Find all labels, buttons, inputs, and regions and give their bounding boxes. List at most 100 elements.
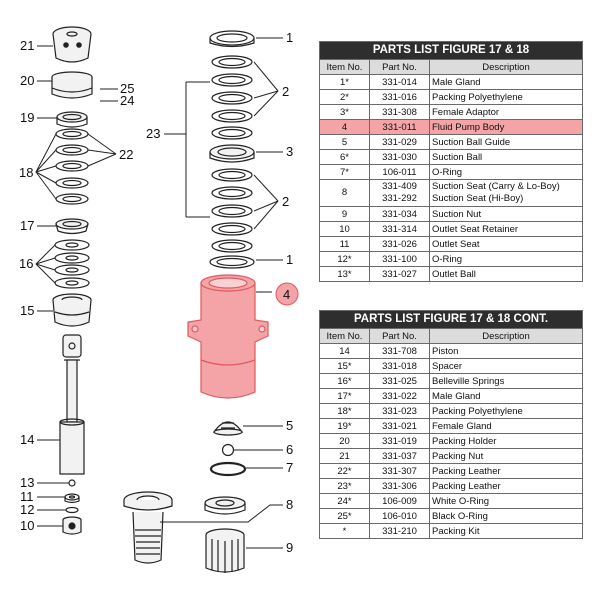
item-no: 11 xyxy=(319,236,370,252)
part-no: 331-026 xyxy=(369,236,430,252)
suction-seat-cap[interactable] xyxy=(204,496,246,515)
callout-13: 13 xyxy=(20,475,34,490)
callout-1-bottom: 1 xyxy=(286,252,293,267)
callout-12: 12 xyxy=(20,502,34,517)
part-no: 331-034 xyxy=(369,206,430,222)
item-no: 1* xyxy=(319,74,370,90)
callout-8: 8 xyxy=(286,497,293,512)
item-no: 21 xyxy=(319,448,370,464)
description: Packing Holder xyxy=(429,433,583,449)
item-no: 4 xyxy=(319,119,370,135)
part-no: 331-308 xyxy=(369,104,430,120)
packing-polyethylene-stack[interactable] xyxy=(55,128,89,205)
part-no: 331-023 xyxy=(369,403,430,419)
callout-14: 14 xyxy=(20,432,34,447)
item-no: 10 xyxy=(319,221,370,237)
part-no: 331-021 xyxy=(369,418,430,434)
description: Packing Nut xyxy=(429,448,583,464)
part-no: 331-014 xyxy=(369,74,430,90)
description: Fluid Pump Body xyxy=(429,119,583,135)
piston[interactable] xyxy=(59,334,85,475)
suction-ball-guide[interactable] xyxy=(212,421,244,436)
part-no: 331-025 xyxy=(369,373,430,389)
belleville-springs[interactable] xyxy=(54,239,90,289)
description: Outlet Seat Retainer xyxy=(429,221,583,237)
callout-16: 16 xyxy=(19,256,33,271)
callout-23: 23 xyxy=(146,126,160,141)
fluid-pump-body[interactable] xyxy=(187,274,269,399)
male-gland-top[interactable] xyxy=(209,30,255,48)
callout-20: 20 xyxy=(20,73,34,88)
item-no: 23* xyxy=(319,478,370,494)
outlet-seat-retainer[interactable] xyxy=(62,516,82,535)
parts-list-table-1: PARTS LIST FIGURE 17 & 18 Item No. Part … xyxy=(319,41,583,282)
male-gland[interactable] xyxy=(55,218,89,235)
female-adaptor[interactable] xyxy=(209,144,255,163)
suction-seat[interactable] xyxy=(123,491,173,564)
description: Outlet Ball xyxy=(429,266,583,282)
item-no: 12* xyxy=(319,251,370,267)
part-no: 106-010 xyxy=(369,508,430,524)
part-no: 331-100 xyxy=(369,251,430,267)
packing-nut[interactable] xyxy=(52,26,92,63)
o-ring-7[interactable] xyxy=(209,461,247,477)
item-no: 24* xyxy=(319,493,370,509)
item-no: 2* xyxy=(319,89,370,105)
outlet-seat[interactable] xyxy=(64,493,80,504)
suction-nut[interactable] xyxy=(205,528,245,573)
description: Belleville Springs xyxy=(429,373,583,389)
callout-2-upper: 2 xyxy=(282,84,289,99)
item-no: 15* xyxy=(319,358,370,374)
item-no: 22* xyxy=(319,463,370,479)
part-no: 331-708 xyxy=(369,343,430,359)
description: Black O-Ring xyxy=(429,508,583,524)
description: Packing Leather xyxy=(429,478,583,494)
table-1-header-desc: Description xyxy=(429,59,583,75)
item-no: 13* xyxy=(319,266,370,282)
part-no: 331-016 xyxy=(369,89,430,105)
packing-holder[interactable] xyxy=(51,71,93,99)
callout-5: 5 xyxy=(286,418,293,433)
spacer[interactable] xyxy=(52,293,92,327)
item-no: 16* xyxy=(319,373,370,389)
callout-labels: 21 20 25 24 19 18 22 17 16 15 14 13 11 1… xyxy=(19,30,293,555)
part-no: 331-409 xyxy=(382,181,417,192)
table-2-header-item: Item No. xyxy=(319,328,370,344)
packing-polyethylene-upper[interactable] xyxy=(211,55,253,140)
suction-ball[interactable] xyxy=(221,443,235,457)
table-1-title: PARTS LIST FIGURE 17 & 18 xyxy=(319,41,583,60)
callout-24: 24 xyxy=(120,93,134,108)
callout-9: 9 xyxy=(286,540,293,555)
packing-polyethylene-lower[interactable] xyxy=(211,168,253,253)
callout-25: 25 xyxy=(120,81,134,96)
part-no-alt: 331-292 xyxy=(382,193,417,204)
table-1-header-part: Part No. xyxy=(369,59,430,75)
part-no: 331-011 xyxy=(369,119,430,135)
part-no: 331-314 xyxy=(369,221,430,237)
description: Spacer xyxy=(429,358,583,374)
female-gland[interactable] xyxy=(56,111,88,128)
male-gland-bottom[interactable] xyxy=(209,255,255,269)
o-ring-12[interactable] xyxy=(65,506,79,514)
callout-4-badge xyxy=(275,282,299,306)
description: Female Gland xyxy=(429,418,583,434)
outlet-ball[interactable] xyxy=(68,479,76,487)
callout-21: 21 xyxy=(20,38,34,53)
description: Outlet Seat xyxy=(429,236,583,252)
callout-15: 15 xyxy=(20,303,34,318)
description-alt: Suction Seat (Hi-Boy) xyxy=(432,193,524,204)
